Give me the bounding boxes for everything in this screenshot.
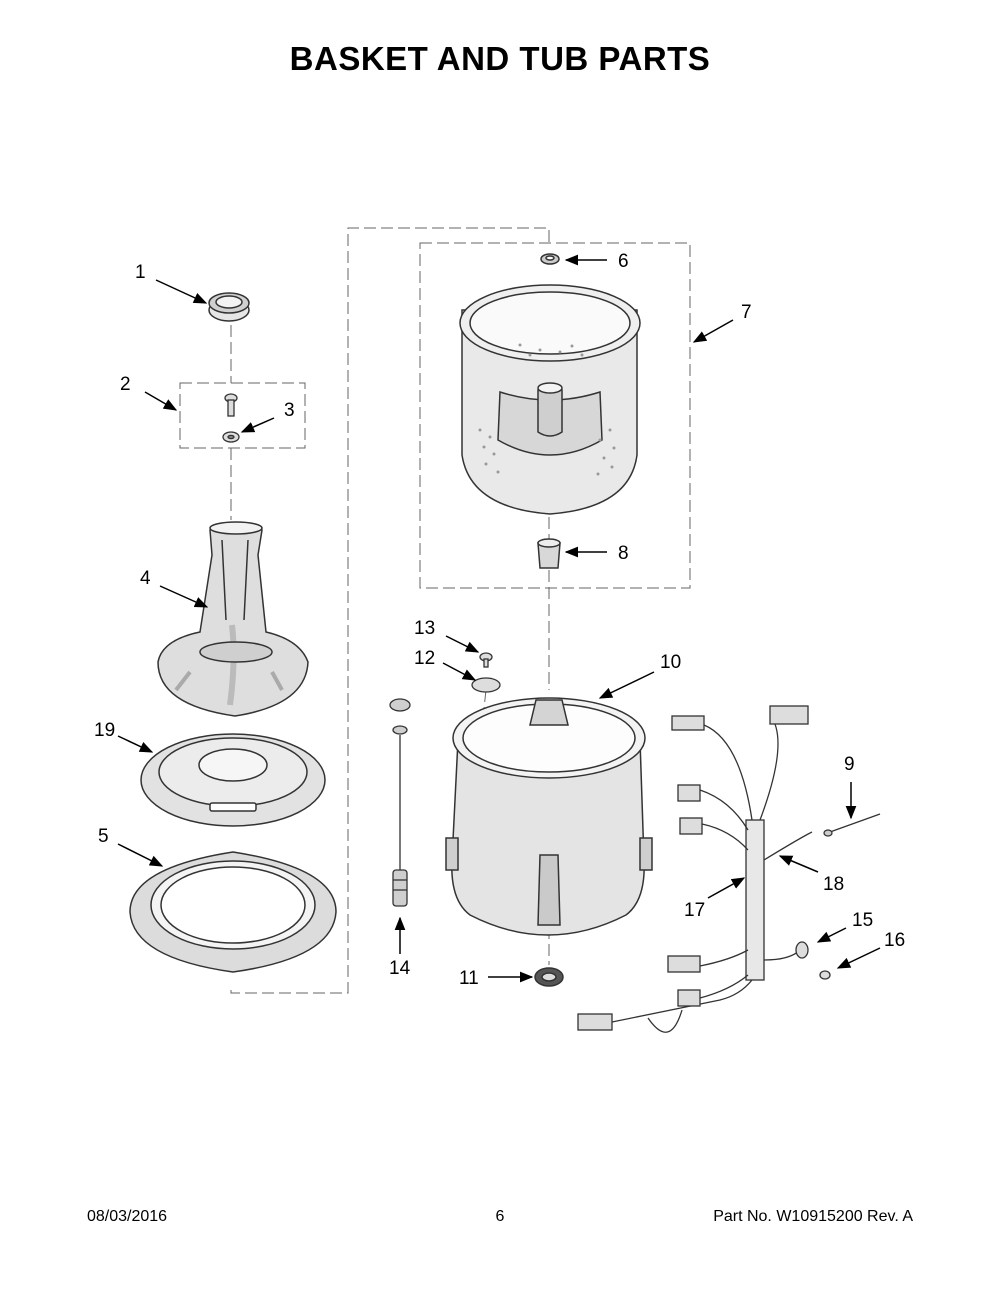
part-balance-ring: [129, 851, 337, 973]
footer-part-number: Part No. W10915200 Rev. A: [713, 1208, 913, 1225]
part-clip: [823, 813, 881, 837]
part-tub-seal: [534, 967, 564, 987]
callout-11: 11: [459, 968, 479, 989]
part-suspension-rod: [389, 698, 411, 907]
footer-date: 08/03/2016: [87, 1208, 168, 1225]
callout-16: 16: [884, 930, 905, 951]
callout-5: 5: [98, 826, 109, 847]
callout-1: 1: [135, 262, 146, 283]
callout-19: 19: [94, 720, 115, 741]
callout-13: 13: [414, 618, 435, 639]
callout-17: 17: [684, 900, 705, 921]
callout-18: 18: [823, 874, 844, 895]
callout-10: 10: [660, 652, 681, 673]
page-title: BASKET AND TUB PARTS: [289, 40, 711, 77]
callout-15: 15: [852, 910, 873, 931]
basket-perforations: [478, 343, 616, 476]
callout-12: 12: [414, 648, 435, 669]
callout-8: 8: [618, 543, 629, 564]
part-bolt-washer: [222, 393, 240, 443]
part-hub-seal: [540, 253, 560, 265]
callout-6: 6: [618, 251, 629, 272]
callout-3: 3: [284, 400, 295, 421]
callout-14: 14: [389, 958, 411, 979]
part-drive-block: [537, 538, 561, 569]
callout-9: 9: [844, 754, 855, 775]
callout-arrows: [117, 254, 881, 983]
footer-page-number: 6: [495, 1208, 505, 1225]
callout-labels: 1 2 3 4 5 6 7 8 9 10 11 12 13 14 15 16 1…: [94, 251, 905, 989]
callout-2: 2: [120, 374, 131, 395]
part-wire-harness: [577, 705, 831, 1033]
part-tub: [445, 697, 653, 936]
part-cover-plate: [471, 652, 501, 693]
part-impeller: [157, 521, 309, 717]
callout-7: 7: [741, 302, 752, 323]
part-basket: [459, 284, 641, 515]
callout-4: 4: [140, 568, 151, 589]
part-plate: [140, 733, 326, 827]
part-cap: [208, 292, 250, 322]
